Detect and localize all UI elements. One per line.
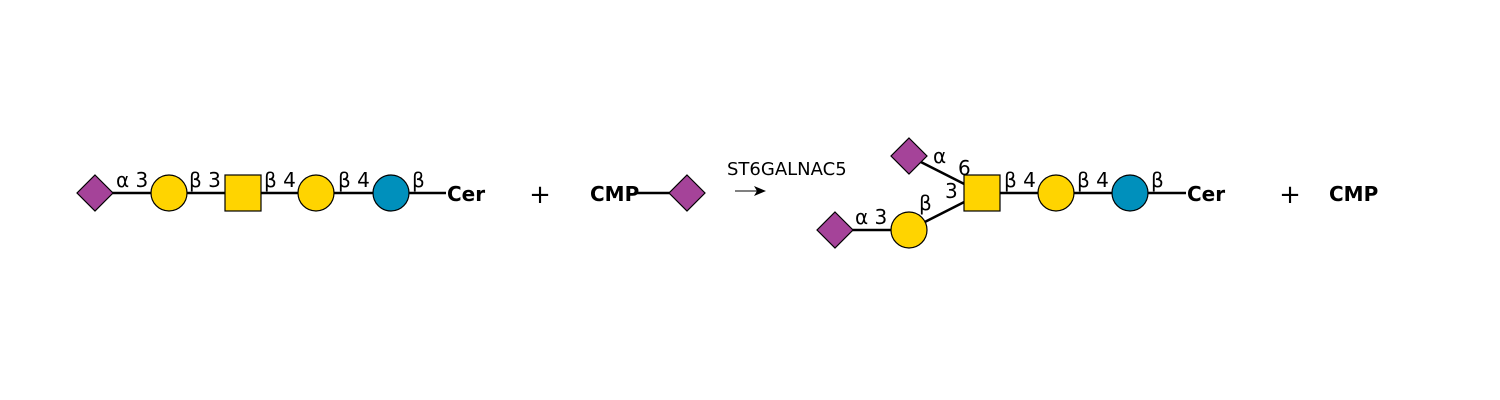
donor-cmp-sialic-acid: CMP <box>590 174 706 212</box>
linkage-label: α 3 <box>855 205 887 229</box>
arrow-head-icon <box>754 186 766 196</box>
galactose-icon <box>150 174 188 212</box>
linkage-label: 3 <box>945 179 958 203</box>
galactose-icon <box>1037 174 1075 212</box>
sialic-acid-icon <box>816 211 854 249</box>
linkage-label: 6 <box>958 156 971 180</box>
linkage-label: β 3 <box>189 168 221 192</box>
glucose-icon <box>372 174 410 212</box>
linkage-label: β 4 <box>264 168 296 192</box>
linkage-label: α <box>933 144 946 168</box>
linkage-label: β 4 <box>1077 168 1109 192</box>
product-glycan: α 6 3 α 3 β β 4 β 4 β Cer <box>816 137 1225 249</box>
linkage-label: β <box>412 168 425 192</box>
sialic-acid-icon <box>76 174 114 212</box>
galnac-icon <box>224 174 262 212</box>
ceramide-label: Cer <box>1187 182 1225 206</box>
galactose-icon <box>297 174 335 212</box>
linkage-label: β <box>1151 168 1164 192</box>
galactose-icon <box>890 211 928 249</box>
reaction-arrow: ST6GALNAC5 <box>727 159 847 196</box>
plus-sign: + <box>1279 180 1301 210</box>
sialic-acid-icon <box>890 137 928 175</box>
reactant-glycan: α 3 β 3 β 4 β 4 β Cer <box>76 168 485 212</box>
cmp-label: CMP <box>1329 182 1378 206</box>
plus-sign: + <box>529 180 551 210</box>
galnac-icon <box>963 174 1001 212</box>
linkage-label: β 4 <box>1004 168 1036 192</box>
linkage-label: α 3 <box>116 168 148 192</box>
sialic-acid-icon <box>668 174 706 212</box>
enzyme-label: ST6GALNAC5 <box>727 159 847 180</box>
linkage-label: β 4 <box>338 168 370 192</box>
cmp-label: CMP <box>590 182 639 206</box>
glucose-icon <box>1111 174 1149 212</box>
ceramide-label: Cer <box>447 182 485 206</box>
linkage-label: β <box>919 191 932 215</box>
